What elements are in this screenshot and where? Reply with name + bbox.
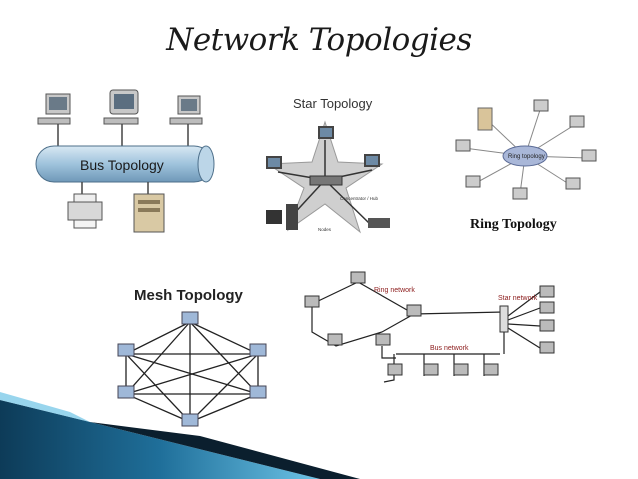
printer-icon bbox=[67, 193, 103, 229]
hub-device bbox=[309, 175, 343, 186]
ring-topology-diagram: Ring topology bbox=[455, 99, 597, 200]
ring-network-label: Ring network bbox=[374, 287, 415, 294]
computer-icon bbox=[453, 363, 469, 376]
computer-icon bbox=[103, 89, 139, 125]
mesh-topology-diagram: Mesh Topology bbox=[117, 287, 267, 427]
bus-topology-label: Bus Topology bbox=[80, 157, 164, 173]
computer-icon bbox=[565, 177, 581, 190]
computer-icon bbox=[406, 304, 422, 317]
bus-cable bbox=[35, 145, 215, 183]
star-topology-diagram: Star Topology Concentrator / Hub Nodes bbox=[266, 96, 390, 234]
computer-icon bbox=[117, 343, 135, 357]
computer-icon bbox=[387, 363, 403, 376]
printer-icon bbox=[368, 218, 390, 228]
computer-icon bbox=[181, 311, 199, 325]
server-icon bbox=[266, 204, 298, 230]
ring-hub bbox=[502, 145, 548, 167]
computer-icon bbox=[37, 93, 71, 125]
computer-icon bbox=[117, 385, 135, 399]
computer-icon bbox=[327, 333, 343, 346]
computer-icon bbox=[539, 301, 555, 314]
computer-icon bbox=[533, 99, 549, 112]
computer-icon bbox=[569, 115, 585, 128]
computer-icon bbox=[375, 333, 391, 346]
slide-title: Network Topologies bbox=[166, 22, 472, 58]
computer-icon bbox=[364, 154, 380, 167]
star-network-label: Star network bbox=[498, 295, 538, 302]
nodes-label: Nodes bbox=[318, 227, 332, 232]
computer-icon bbox=[249, 385, 267, 399]
bus-topology-diagram: Bus Topology bbox=[35, 89, 215, 233]
computer-icon bbox=[483, 363, 499, 376]
computer-icon bbox=[539, 319, 555, 332]
server-icon bbox=[133, 193, 165, 233]
mesh-topology-title: Mesh Topology bbox=[134, 287, 244, 304]
computer-icon bbox=[318, 126, 334, 139]
ring-topology-caption: Ring Topology bbox=[470, 217, 557, 232]
computer-icon bbox=[181, 413, 199, 427]
hybrid-network-diagram: Ring network Star network Bus network bbox=[304, 271, 555, 383]
hub-label: Concentrator / Hub bbox=[340, 196, 379, 201]
computer-icon bbox=[539, 341, 555, 354]
server-icon bbox=[477, 107, 493, 131]
computer-icon bbox=[266, 156, 282, 169]
computer-icon bbox=[539, 285, 555, 298]
computer-icon bbox=[581, 149, 597, 162]
star-hub bbox=[499, 305, 509, 333]
bus-network-label: Bus network bbox=[430, 345, 469, 352]
computer-icon bbox=[169, 95, 203, 125]
star-topology-title: Star Topology bbox=[293, 96, 373, 111]
computer-icon bbox=[423, 363, 439, 376]
ring-hub-label: Ring topology bbox=[508, 154, 545, 160]
footer-swoosh bbox=[0, 392, 360, 479]
computer-icon bbox=[249, 343, 267, 357]
computer-icon bbox=[465, 175, 481, 188]
computer-icon bbox=[455, 139, 471, 152]
computer-icon bbox=[304, 295, 320, 308]
computer-icon bbox=[512, 187, 528, 200]
computer-icon bbox=[350, 271, 366, 284]
